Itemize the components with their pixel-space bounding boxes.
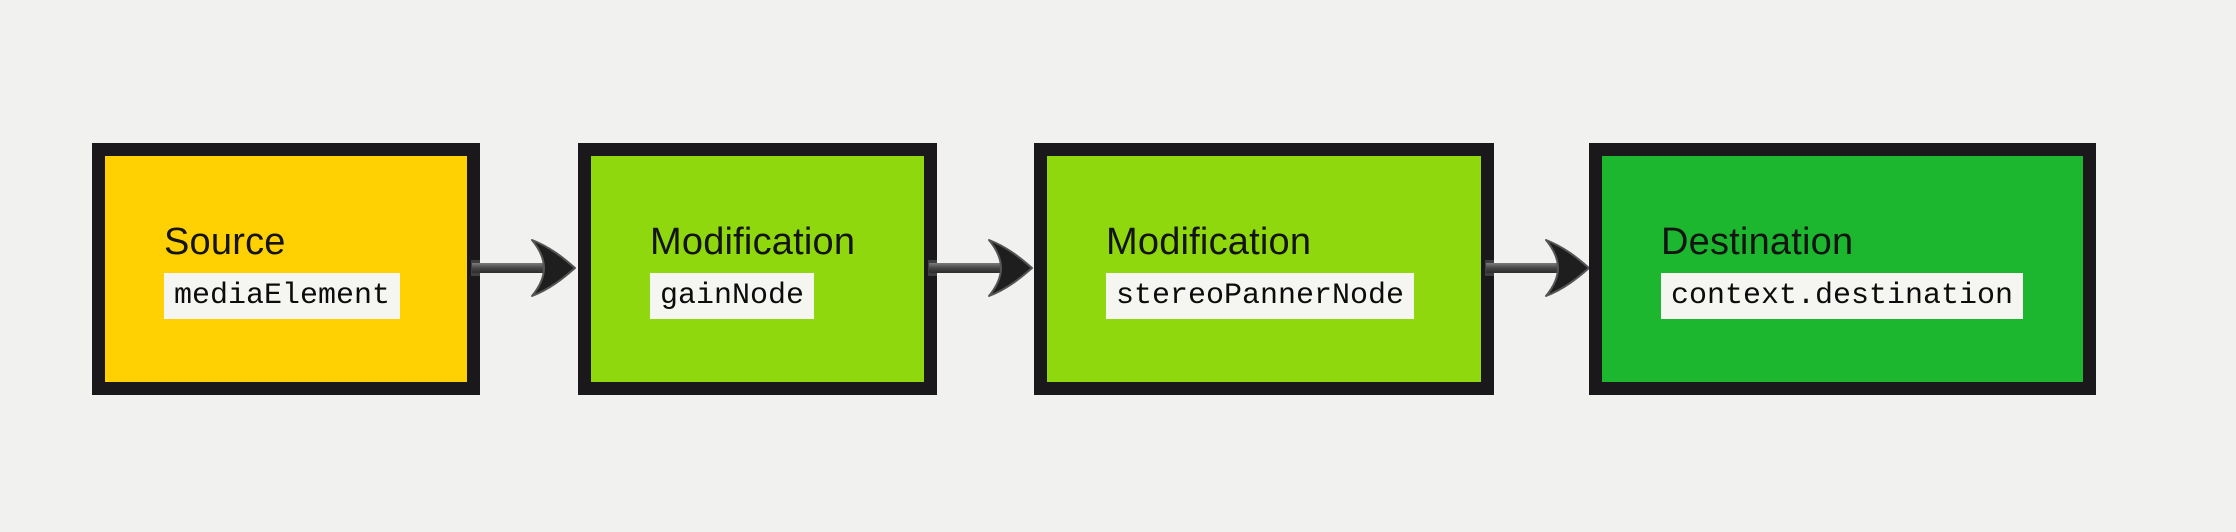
flow-arrow-right-icon <box>1485 239 1590 297</box>
node-gain: Modification gainNode <box>578 143 937 395</box>
flow-arrow-right-icon <box>471 239 576 297</box>
node-type-label: Modification <box>1106 221 1312 263</box>
node-code-badge: mediaElement <box>164 273 401 319</box>
flow-arrow-right-icon <box>928 239 1033 297</box>
node-type-label: Destination <box>1661 221 1854 263</box>
node-type-label: Modification <box>650 221 856 263</box>
node-type-label: Source <box>164 221 286 263</box>
node-stereo-panner: Modification stereoPannerNode <box>1034 143 1494 395</box>
node-source: Source mediaElement <box>92 143 480 395</box>
node-code-badge: stereoPannerNode <box>1106 273 1415 319</box>
node-code-badge: gainNode <box>650 273 815 319</box>
node-code-badge: context.destination <box>1661 273 2024 319</box>
node-destination: Destination context.destination <box>1589 143 2096 395</box>
